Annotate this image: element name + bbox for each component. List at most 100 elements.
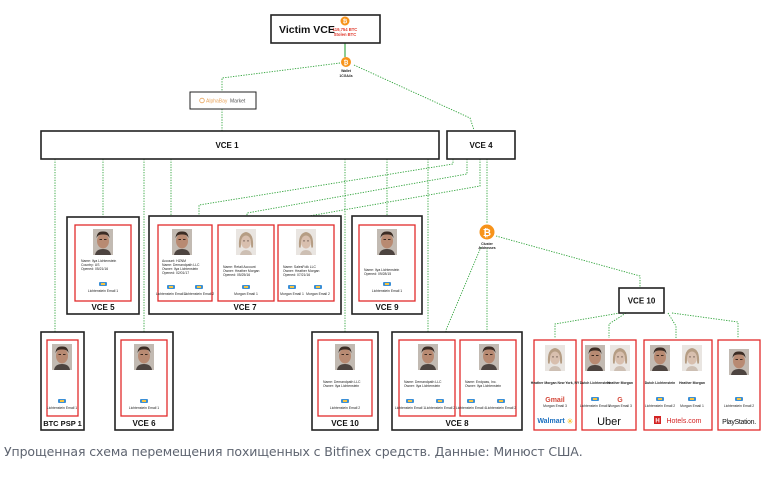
- vce8-box: Name: Demandpath LLC Owner: Ilya Lichten…: [391, 331, 523, 431]
- uber-card: Dutch Lichtenstein Heather Morgan G Lich…: [580, 339, 637, 431]
- playstation-card: Lichtenstein Email 2 PlayStation.: [717, 339, 761, 431]
- vce10-top-label: VCE 10: [628, 297, 656, 306]
- connector-cluster-vce8a: [445, 246, 482, 340]
- vce1-label: VCE 1: [215, 141, 239, 150]
- vce6-label: VCE 6: [132, 419, 156, 428]
- card-name: Heather Morgan New York, NY: [531, 381, 580, 385]
- cluster-sub: Addresses: [478, 246, 495, 250]
- linked-email: Morgan Email 1: [234, 292, 258, 296]
- card-line: Owner: Ilya Lichtenstein: [465, 384, 501, 388]
- linked-email: Lichtenstein Email 2: [486, 406, 516, 410]
- wallet-label: Wallet: [341, 69, 352, 73]
- linked-email: Lichtenstein Email 2: [645, 404, 675, 408]
- victim-vce-label: Victim VCE: [279, 24, 335, 36]
- market-suffix: Market: [230, 98, 246, 104]
- market-name: AlphaBay: [206, 98, 228, 104]
- account-card: [74, 224, 132, 302]
- connector-wallet-market: [221, 62, 341, 91]
- linked-email: Morgan Email 1: [680, 404, 704, 408]
- card-line: Name: Demandpath LLC: [323, 380, 361, 384]
- email-icon: [467, 399, 475, 403]
- stolen-note: Stolen BTC: [334, 32, 357, 37]
- linked-email: Morgan Email 1: [280, 292, 304, 296]
- vce4-label: VCE 4: [469, 141, 493, 150]
- connector-cluster-vce10: [495, 235, 641, 288]
- vce5-box: Name: Ilya Lichtenstein Country: US Open…: [66, 216, 140, 315]
- vce10-bottom-box: Name: Demandpath LLC Owner: Ilya Lichten…: [311, 331, 379, 431]
- card-line: Name: Endpass, Inc.: [465, 380, 497, 384]
- vce8-label: VCE 8: [445, 419, 469, 428]
- email-icon: [242, 285, 250, 289]
- wallet-address: 1CGA4s: [339, 74, 352, 78]
- card-line: Name: SalesFolk LLC: [283, 265, 317, 269]
- linked-email: Lichtenstein Email 1: [129, 406, 159, 410]
- connector-vce10-walmart: [554, 312, 621, 338]
- vce7-box: Account: HZNM Name: Demandpath LLC Owner…: [148, 215, 342, 315]
- card-name: Heather Morgan: [679, 381, 705, 385]
- vce9-label: VCE 9: [375, 303, 399, 312]
- hotels-h-icon: [654, 416, 661, 424]
- gmail-logo-icon: G: [617, 397, 623, 404]
- linked-email: Lichtenstein Email 1: [47, 406, 77, 410]
- card-line: Owner: Heather Morgan: [223, 269, 259, 273]
- linked-email: Lichtenstein Email 4: [456, 406, 486, 410]
- card-line: Opened: 02/01/17: [162, 271, 189, 275]
- figure-caption: Упрощенная схема перемещения похищенных …: [4, 444, 583, 459]
- vce7-label: VCE 7: [233, 303, 257, 312]
- linked-email: Lichtenstein Email 2: [724, 404, 754, 408]
- linked-email: Lichtenstein Email 1: [372, 289, 402, 293]
- cluster-label: Cluster: [481, 242, 493, 246]
- alphabay-market-box: AlphaBay Market: [189, 91, 257, 110]
- wallet-node: ₿ Wallet 1CGA4s: [339, 57, 353, 78]
- card-line: Opened: 05/21/16: [81, 267, 108, 271]
- card-line: Opened: 05/25/16: [223, 273, 250, 277]
- email-icon: [99, 282, 107, 286]
- hotels-logo: Hotels.com: [666, 418, 701, 425]
- linked-email: Lichtenstein Email 1: [156, 292, 186, 296]
- alphabay-logo-icon: [199, 97, 205, 104]
- btc-psp1-label: BTC PSP 1: [43, 419, 82, 428]
- card-name: Dutch Lichtenstein: [580, 381, 611, 385]
- card-name: Heather Morgan: [607, 381, 633, 385]
- linked-email: Lichtenstein Email 2: [330, 406, 360, 410]
- playstation-logo: PlayStation.: [722, 419, 756, 426]
- vce10-bottom-label: VCE 10: [331, 419, 359, 428]
- email-icon: [383, 282, 391, 286]
- email-icon: [288, 285, 296, 289]
- card-line: Opened: 09/28/15: [364, 272, 391, 276]
- btc-psp1-box: Lichtenstein Email 1 BTC PSP 1: [40, 331, 85, 431]
- email-icon: [314, 285, 322, 289]
- linked-email: Lichtenstein Email 1: [395, 406, 425, 410]
- hotels-card: Dutch Lichtenstein Heather Morgan Lichte…: [643, 339, 713, 431]
- walmart-card: Heather Morgan New York, NY Gmail Morgan…: [531, 339, 580, 431]
- card-line: Owner: Ilya Lichtenstein: [404, 384, 440, 388]
- email-icon: [735, 397, 743, 401]
- connector-vce10-uber: [608, 312, 627, 338]
- card-line: Name: Demandpath LLC: [162, 263, 200, 267]
- svg-text:₿: ₿: [343, 18, 348, 25]
- card-line: Name: Demandpath LLC: [404, 380, 442, 384]
- svg-text:₿: ₿: [483, 227, 491, 239]
- bitcoin-icon: [479, 224, 495, 240]
- card-line: Name: Retail Account: [223, 265, 256, 269]
- linked-email: Lichtenstein Email 2: [425, 406, 455, 410]
- card-line: Opened: 07/21/16: [283, 273, 310, 277]
- card-line: Name: Ilya Lichtenstein: [81, 259, 116, 263]
- email-icon: [195, 285, 203, 289]
- victim-vce-box: Victim VCE ₿ 119,754 BTC Stolen BTC: [270, 14, 381, 44]
- uber-logo: Uber: [597, 416, 621, 428]
- email-icon: [436, 399, 444, 403]
- walmart-logo: Walmart: [537, 418, 565, 425]
- email-icon: [656, 397, 664, 401]
- email-icon: [688, 397, 696, 401]
- vce9-box: Name: Ilya Lichtenstein Opened: 09/28/15…: [351, 215, 423, 315]
- vce5-label: VCE 5: [91, 303, 115, 312]
- linked-email: Lichtenstein Email 2: [184, 292, 214, 296]
- linked-email: Morgan Email 2: [306, 292, 330, 296]
- email-icon: [497, 399, 505, 403]
- walmart-spark-icon: ✳: [567, 417, 574, 426]
- connector-vce10-hotels: [667, 312, 677, 338]
- card-line: Name: Ilya Lichtenstein: [364, 268, 399, 272]
- email-icon: [591, 397, 599, 401]
- svg-text:H: H: [655, 419, 659, 425]
